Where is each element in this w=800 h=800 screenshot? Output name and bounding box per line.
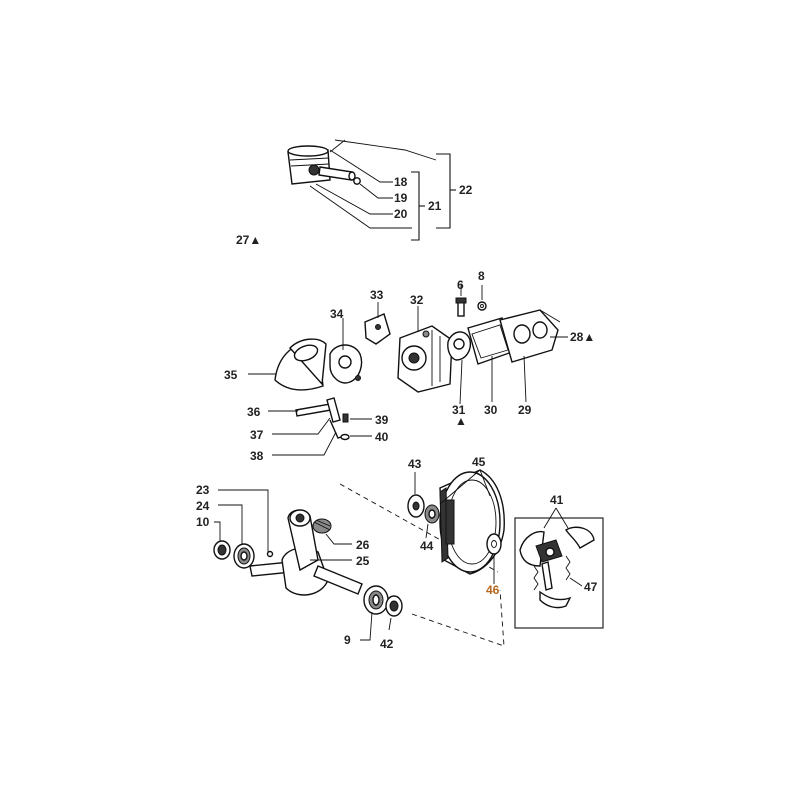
callout-26: 26: [356, 538, 370, 552]
clutch-spring-icon: [533, 555, 571, 591]
thrust-washer-icon: [407, 494, 425, 518]
callout-42: 42: [380, 637, 394, 651]
bolt-icon: [455, 297, 467, 317]
circlip-icon: [353, 177, 361, 185]
carb-flange-icon: [329, 344, 363, 384]
callout-43: 43: [408, 457, 422, 471]
seal-icon: [213, 540, 231, 560]
callout-9: 9: [344, 633, 351, 647]
small-screw-icon: [340, 413, 350, 441]
callout-labels: 18 19 20 21 22 27▲ 6 8 33 32 34 28▲ 35 3…: [196, 175, 598, 651]
clutch-hub-icon: [535, 539, 563, 591]
air-filter-housing-icon: [274, 338, 327, 391]
clutch-bearing-icon: [424, 504, 440, 524]
callout-34: 34: [330, 307, 344, 321]
callout-22: 22: [459, 183, 473, 197]
callout-45: 45: [472, 455, 486, 469]
callout-23: 23: [196, 483, 210, 497]
callout-32: 32: [410, 293, 424, 307]
callout-25: 25: [356, 554, 370, 568]
callout-18: 18: [394, 175, 408, 189]
callout-24: 24: [196, 499, 210, 513]
callout-28: 28▲: [570, 330, 595, 344]
callout-40: 40: [375, 430, 389, 444]
callout-47: 47: [584, 580, 598, 594]
clutch-shoe-icon: [519, 526, 595, 609]
bearing-left-icon: [233, 543, 255, 569]
callout-33: 33: [370, 288, 384, 302]
washer-icon: [477, 301, 487, 311]
clutch-shoe-box: [514, 517, 604, 629]
callout-31: 31: [452, 403, 466, 417]
callout-29: 29: [518, 403, 532, 417]
callout-38: 38: [250, 449, 264, 463]
callout-46: 46: [486, 583, 500, 597]
callout-30: 30: [484, 403, 498, 417]
clutch-washer-icon: [486, 533, 502, 555]
callout-8: 8: [478, 269, 485, 283]
carb-gasket-icon: [447, 331, 472, 361]
callout-21: 21: [428, 199, 442, 213]
piston-icon: [287, 145, 331, 185]
callout-6: 6: [457, 278, 464, 292]
callout-41: 41: [550, 493, 564, 507]
callout-44: 44: [420, 539, 434, 553]
callout-31-mark: ▲: [455, 414, 467, 428]
piston-pin-icon: [318, 166, 356, 181]
callout-35: 35: [224, 368, 238, 382]
clutch-group: [339, 469, 604, 647]
callout-20: 20: [394, 207, 408, 221]
callout-10: 10: [196, 515, 210, 529]
crankshaft-group: [213, 489, 403, 641]
bearing-right-icon: [363, 585, 389, 615]
callout-39: 39: [375, 413, 389, 427]
intake-group: [248, 285, 568, 456]
key-icon: [266, 550, 274, 558]
clutch-drum-icon: [439, 469, 505, 575]
crankshaft-icon: [249, 509, 363, 596]
adjuster-bracket-icon: [364, 313, 391, 345]
callout-36: 36: [247, 405, 261, 419]
piston-group: [287, 139, 456, 241]
callout-19: 19: [394, 191, 408, 205]
callout-37: 37: [250, 428, 264, 442]
needle-bearing-icon: [312, 518, 332, 534]
carburettor-icon: [397, 325, 453, 393]
seal-right-icon: [385, 595, 403, 617]
intake-manifold-icon: [499, 309, 561, 363]
callout-27: 27▲: [236, 233, 261, 247]
